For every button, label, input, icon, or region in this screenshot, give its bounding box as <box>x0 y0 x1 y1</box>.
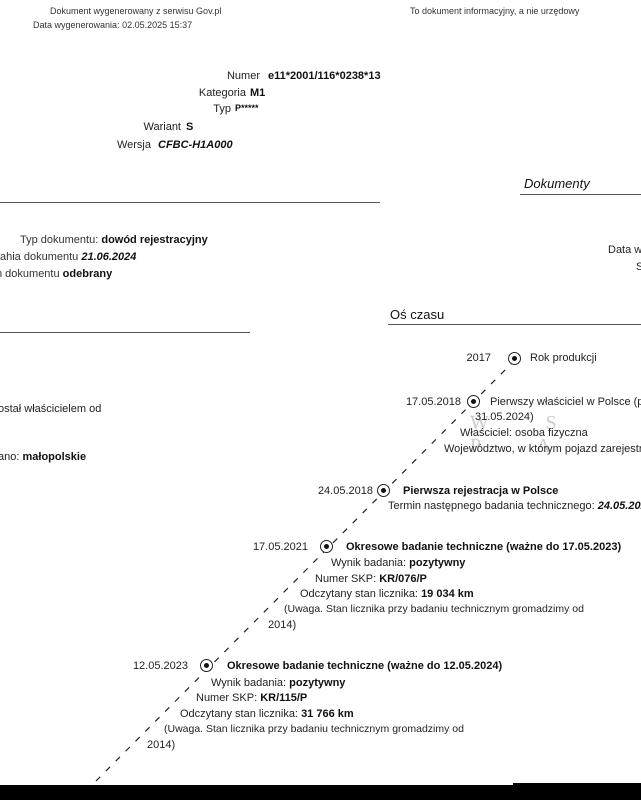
generated-date-label: Data wygenerowania: <box>33 20 120 30</box>
doc-status-value: odebrany <box>62 268 113 280</box>
event-line: (Uwaga. Stan licznika przy badaniu techn… <box>164 723 464 735</box>
generated-date: Data wygenerowania: 02.05.2025 15:37 <box>33 20 192 30</box>
doc-status: n dokumentu odebrany <box>0 268 112 280</box>
event-line: (Uwaga. Stan licznika przy badaniu techn… <box>284 603 584 615</box>
event-title: Okresowe badanie techniczne (ważne do 12… <box>227 660 503 672</box>
type-value: P***** <box>235 103 259 113</box>
doc-type-value: dowód rejestracyjny <box>101 234 208 246</box>
divider <box>520 194 641 195</box>
event-line: 31.05.2024) <box>475 411 534 423</box>
generated-date-value: 02.05.2025 15:37 <box>122 20 193 30</box>
doc-issue: ahia dokumentu 21.06.2024 <box>0 251 136 263</box>
event-line: 2014) <box>147 739 176 751</box>
event-date: 24.05.2018 <box>317 485 373 497</box>
line-value: pozytywny <box>409 557 466 569</box>
line-label: Numer SKP: <box>196 692 261 704</box>
voivodeship-value: małopolskie <box>22 451 87 463</box>
event-date: 12.05.2023 <box>132 660 188 672</box>
event-line: Termin następnego badania technicznego: … <box>388 500 641 512</box>
timeline-dot-icon <box>467 395 480 408</box>
timeline-dot-icon <box>320 540 333 553</box>
line-value: 19 034 km <box>421 588 474 600</box>
number-value: e11*2001/116*0238*13 <box>268 70 381 82</box>
event-title: Pierwszy właściciel w Polsce (p <box>490 396 641 408</box>
divider <box>0 332 250 333</box>
documents-status-fragment: S <box>636 261 641 273</box>
variant-value: S <box>186 121 194 133</box>
doc-issue-value: 21.06.2024 <box>81 251 137 263</box>
doc-issue-label: ahia dokumentu <box>0 251 79 263</box>
event-date: 17.05.2021 <box>252 541 308 553</box>
line-value: osoba fizyczna <box>515 427 588 439</box>
voivodeship-label: ano: <box>0 451 20 463</box>
event-title: Rok produkcji <box>530 352 597 364</box>
event-date: 17.05.2018 <box>405 396 461 408</box>
line-label: Odczytany stan licznika: <box>180 708 302 720</box>
event-line: Odczytany stan licznika: 31 766 km <box>180 708 354 720</box>
timeline-heading: Oś czasu <box>390 307 445 322</box>
line-label: Numer SKP: <box>315 573 380 585</box>
generated-from: Dokument wygenerowany z serwisu Gov.pl <box>50 6 222 16</box>
line-label: Odczytany stan licznika: <box>300 588 422 600</box>
event-line: 2014) <box>268 619 297 631</box>
category-label: Kategoria <box>198 87 246 99</box>
doc-type: Typ dokumentu: dowód rejestracyjny <box>20 234 208 246</box>
number-label: Numer <box>226 70 260 82</box>
bottom-block <box>513 783 641 800</box>
documents-date-label: Data w <box>608 244 641 256</box>
doc-type-label: Typ dokumentu <box>20 234 96 246</box>
documents-heading: Dokumenty <box>524 176 590 191</box>
event-line: Wynik badania: pozytywny <box>211 677 345 689</box>
event-title: Pierwsza rejestracja w Polsce <box>403 485 559 497</box>
category-value: M1 <box>250 87 266 99</box>
divider <box>0 202 380 203</box>
line-label: Termin następnego badania technicznego: <box>388 500 598 512</box>
owner-voivodeship: ano: małopolskie <box>0 451 86 463</box>
owner-since: ostał właścicielem od <box>0 403 102 415</box>
event-line: Numer SKP: KR/076/P <box>315 573 427 585</box>
line-label: Wynik badania: <box>331 557 410 569</box>
event-line: Wynik badania: pozytywny <box>331 557 465 569</box>
event-line: Odczytany stan licznika: 19 034 km <box>300 588 474 600</box>
timeline-dot-icon <box>200 659 213 672</box>
line-value: 31 766 km <box>301 708 354 720</box>
event-line: Właściciel: osoba fizyczna <box>460 427 588 439</box>
type-label: Typ <box>213 103 231 115</box>
bottom-bar <box>0 785 641 800</box>
event-line: Numer SKP: KR/115/P <box>196 692 307 704</box>
version-value: CFBC-H1A000 <box>158 139 233 151</box>
line-value: pozytywny <box>289 677 346 689</box>
version-label: Wersja <box>116 139 151 151</box>
notice: To dokument informacyjny, a nie urzędowy <box>410 6 580 16</box>
line-label: Wynik badania: <box>211 677 290 689</box>
event-title: Okresowe badanie techniczne (ważne do 17… <box>346 541 622 553</box>
timeline-dot-icon <box>508 352 521 365</box>
line-value: KR/076/P <box>379 573 427 585</box>
variant-label: Wariant <box>143 121 182 133</box>
watermark: W S P A <box>470 412 583 457</box>
event-date: 2017 <box>466 352 491 364</box>
line-value: KR/115/P <box>260 692 308 704</box>
timeline-dot-icon <box>377 484 390 497</box>
doc-status-label: n dokumentu <box>0 268 60 280</box>
line-value: 24.05.2021 <box>597 500 641 512</box>
divider <box>388 324 641 325</box>
line-label: Właściciel: <box>460 427 516 439</box>
event-line: Województwo, w którym pojazd zarejestr <box>444 443 641 455</box>
